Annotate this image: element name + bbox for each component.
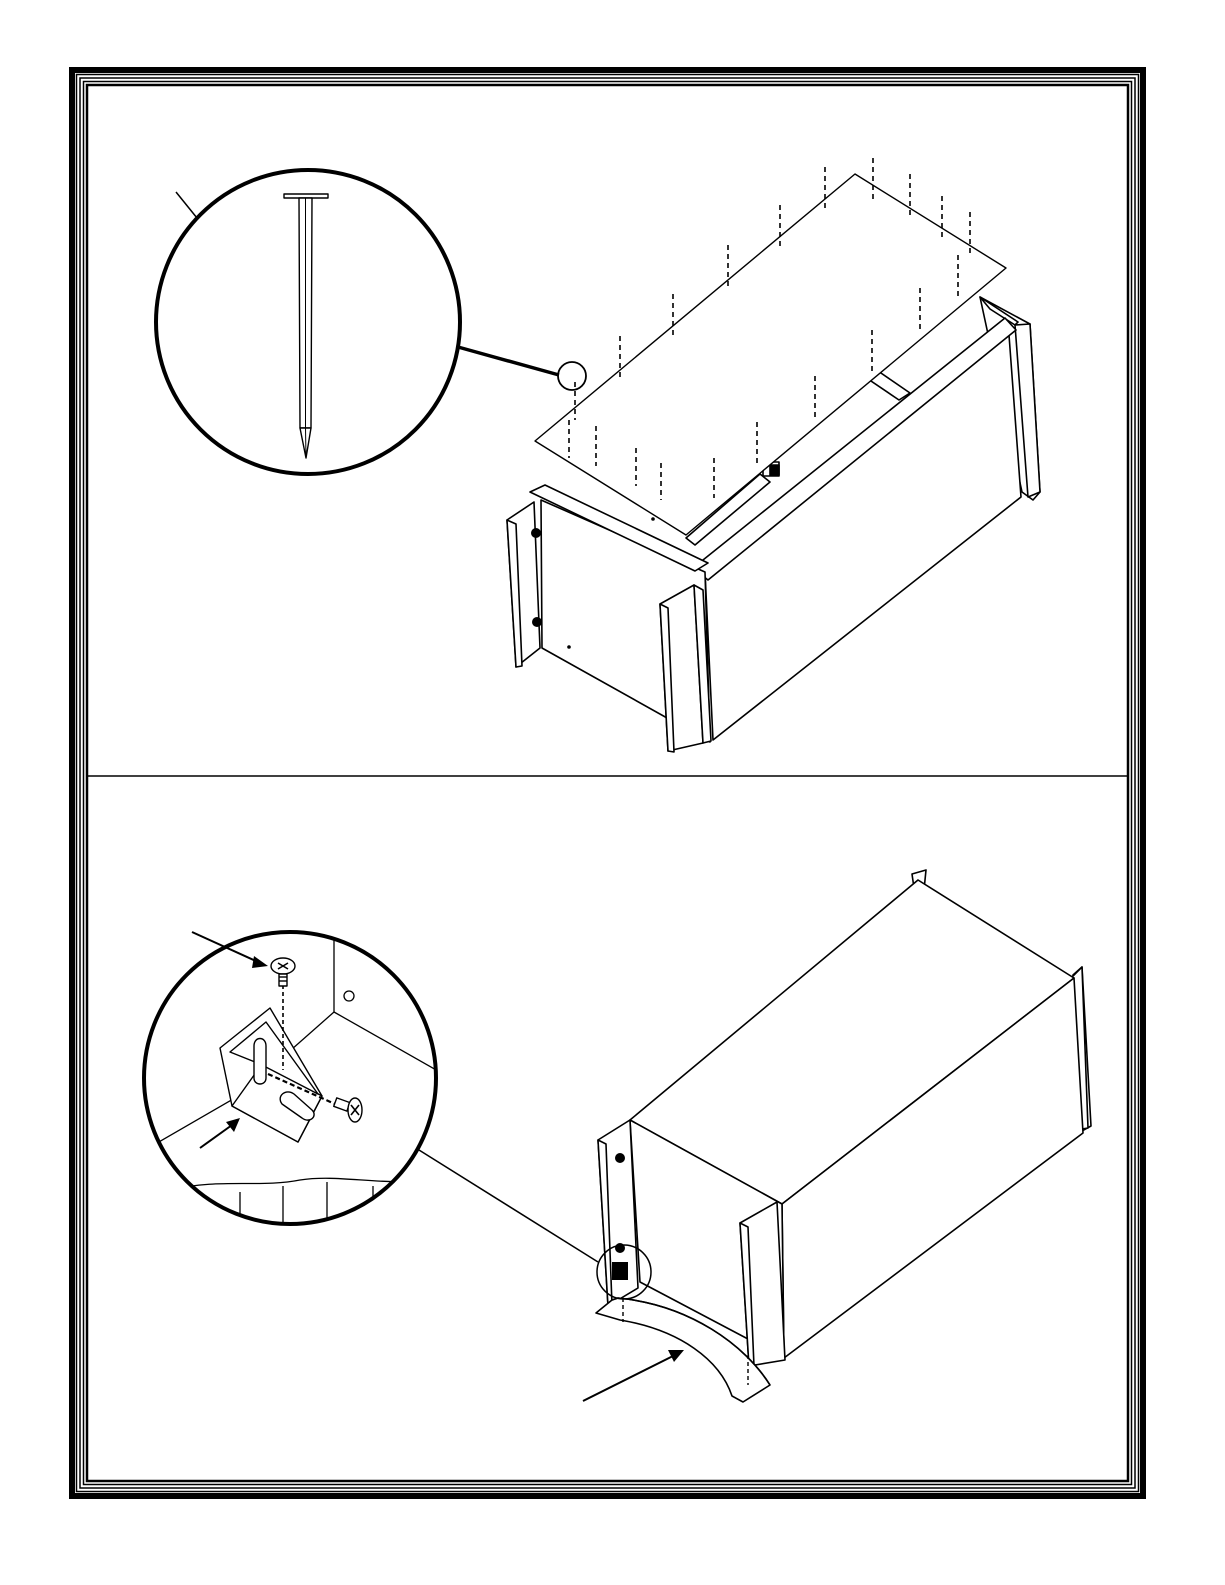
cabinet-carcass [630, 880, 1083, 1358]
near-end-panel [507, 502, 540, 667]
part-label-leader [176, 192, 197, 218]
step-bottom-panel [144, 870, 1091, 1402]
callout-leader [458, 347, 559, 375]
step-top-panel [156, 158, 1040, 752]
corner-bracket-callout [144, 932, 445, 1230]
front-side-panel [740, 1202, 785, 1366]
nail-location-marker [558, 362, 586, 390]
base-arrow [583, 1350, 684, 1401]
dowel-hole-lower [532, 617, 542, 627]
front-side-panel [660, 585, 711, 752]
dowel-hole-upper [531, 528, 541, 538]
